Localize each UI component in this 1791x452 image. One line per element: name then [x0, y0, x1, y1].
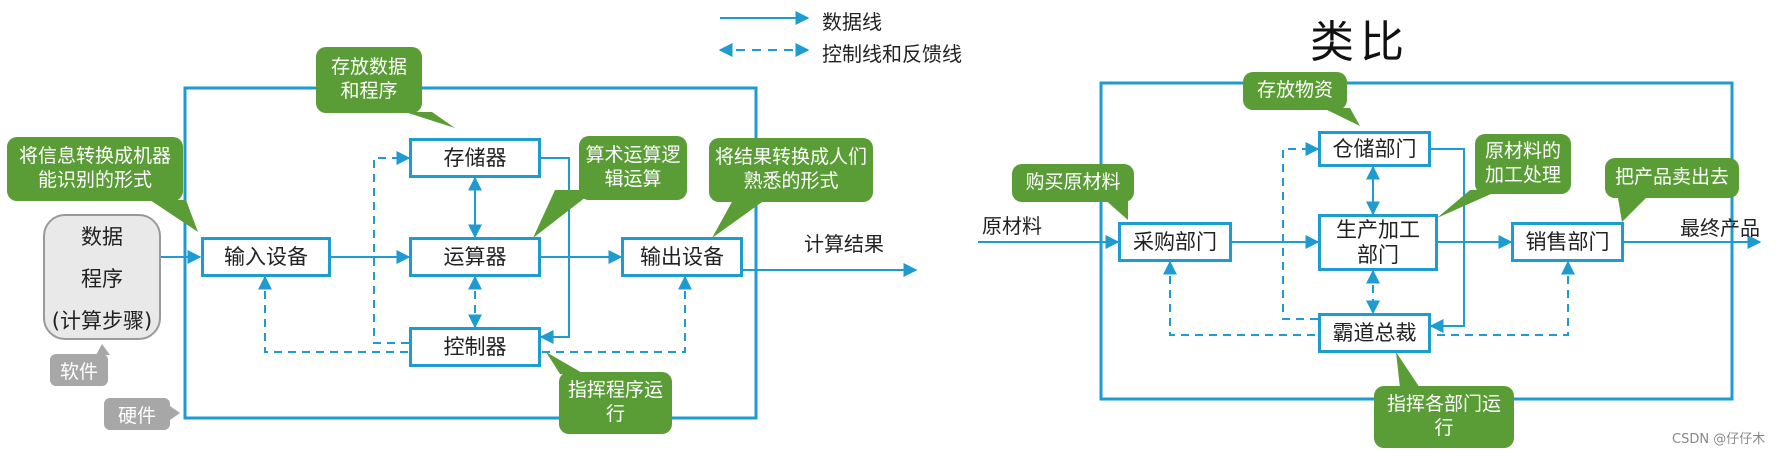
callout-warehouse: 存放物资 — [1243, 72, 1347, 110]
purchasing-box: 采购部门 — [1118, 222, 1232, 262]
input-line-data: 数据 — [81, 225, 123, 249]
callout-tail-input — [150, 200, 198, 232]
result-label: 计算结果 — [804, 232, 884, 256]
callout-purchasing: 购买原材料 — [1012, 164, 1134, 202]
callout-memory: 存放数据和程序 — [316, 47, 422, 113]
csdn-watermark: CSDN @仔仔木 — [1672, 432, 1766, 447]
callout-tail-alu — [533, 190, 595, 238]
sales-box: 销售部门 — [1511, 222, 1624, 262]
controller-box: 控制器 — [409, 327, 541, 367]
callout-controller: 指挥程序运行 — [559, 372, 672, 434]
warehouse-box: 仓储部门 — [1318, 131, 1431, 167]
callout-tail-output — [712, 200, 765, 238]
dash-input-controller — [258, 275, 409, 353]
final-product-label: 最终产品 — [1680, 216, 1760, 240]
output-device-box: 输出设备 — [621, 237, 743, 277]
callout-tail-memory — [405, 112, 455, 128]
input-line-program: 程序 — [81, 267, 123, 291]
production-box: 生产加工部门 — [1318, 214, 1438, 271]
analogy-title: 类比 — [1310, 17, 1410, 68]
input-data-program: 数据 程序 (计算步骤) — [43, 214, 161, 340]
hardware-tag-tail — [170, 406, 180, 420]
input-line-steps: (计算步骤) — [51, 309, 153, 333]
software-tag: 软件 — [50, 354, 108, 386]
dash-controller-memory — [373, 151, 411, 344]
hardware-frame — [183, 86, 758, 420]
callout-tail-controller — [546, 352, 584, 374]
callout-production: 原材料的加工处理 — [1475, 134, 1571, 194]
callout-tail-warehouse — [1323, 108, 1360, 126]
hardware-tag: 硬件 — [104, 398, 170, 430]
callout-tail-purchasing — [1103, 198, 1128, 220]
callout-alu: 算术运算逻辑运算 — [579, 136, 687, 200]
dash-sales-boss — [1431, 260, 1575, 336]
input-device-box: 输入设备 — [201, 237, 331, 277]
boss-box: 霸道总裁 — [1318, 313, 1431, 353]
callout-sales: 把产品卖出去 — [1605, 158, 1739, 198]
dash-output-controller — [541, 275, 692, 353]
callout-tail-production — [1437, 190, 1500, 218]
line-warehouse-boss — [1429, 148, 1465, 333]
callout-tail-boss — [1396, 352, 1420, 388]
raw-material-label: 原材料 — [982, 214, 1042, 238]
callout-input: 将信息转换成机器能识别的形式 — [7, 137, 183, 201]
legend-data-line-label: 数据线 — [822, 10, 882, 34]
callout-tail-sales — [1618, 198, 1646, 222]
alu-box: 运算器 — [409, 237, 541, 277]
callout-boss: 指挥各部门运行 — [1374, 386, 1514, 448]
callout-output: 将结果转换成人们熟悉的形式 — [709, 138, 873, 202]
memory-box: 存储器 — [409, 138, 541, 178]
dash-purchase-boss — [1163, 260, 1318, 336]
legend-control-line-label: 控制线和反馈线 — [822, 42, 962, 66]
software-tag-tail — [96, 344, 110, 355]
line-memory-controller — [539, 157, 570, 344]
dash-boss-warehouse — [1282, 142, 1320, 320]
